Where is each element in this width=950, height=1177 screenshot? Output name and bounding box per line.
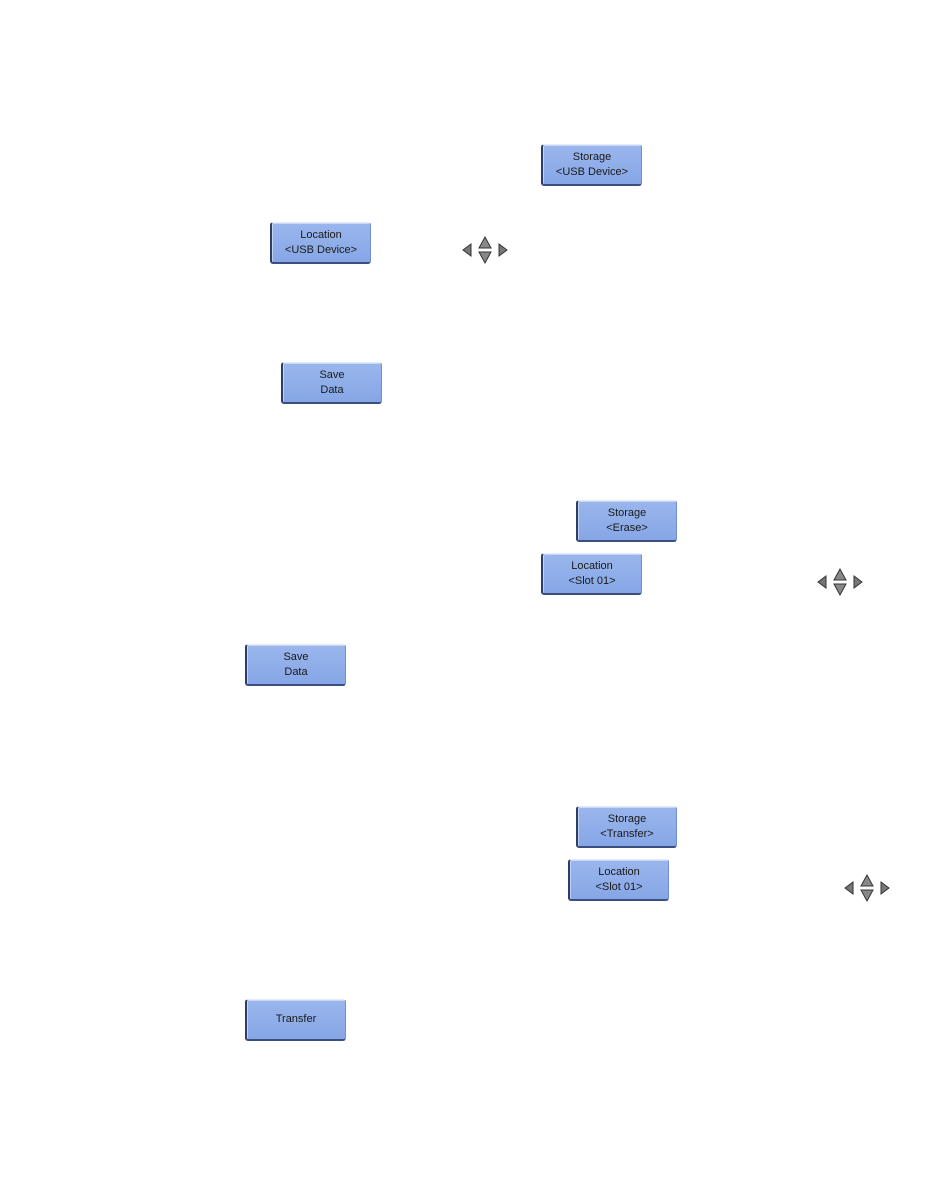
softkey-label-line2: Data: [320, 383, 343, 398]
softkey-label-line2: <Slot 01>: [568, 574, 615, 589]
left-arrow-icon[interactable]: [845, 882, 853, 894]
softkey-label-line2: <Slot 01>: [595, 880, 642, 895]
softkey-label-line2: <USB Device>: [285, 243, 357, 258]
softkey-label-line2: <USB Device>: [556, 165, 628, 180]
up-arrow-icon[interactable]: [861, 875, 873, 886]
arrow-keys-icon[interactable]: [460, 234, 510, 266]
softkey-label-line1: Save: [319, 368, 344, 383]
storage-usb-device-softkey[interactable]: Storage <USB Device>: [541, 144, 642, 186]
down-arrow-icon[interactable]: [834, 584, 846, 595]
arrow-keys-icon[interactable]: [815, 566, 865, 598]
softkey-label-line2: <Erase>: [606, 521, 648, 536]
softkey-label: Transfer: [276, 1012, 317, 1027]
location-slot-softkey[interactable]: Location <Slot 01>: [541, 553, 642, 595]
softkey-label-line2: <Transfer>: [600, 827, 653, 842]
arrow-keys-icon[interactable]: [842, 872, 892, 904]
softkey-label-line1: Storage: [608, 812, 647, 827]
softkey-label-line1: Location: [300, 228, 342, 243]
down-arrow-icon[interactable]: [861, 890, 873, 901]
left-arrow-icon[interactable]: [463, 244, 471, 256]
softkey-label-line1: Location: [571, 559, 613, 574]
softkey-label-line1: Save: [283, 650, 308, 665]
transfer-softkey[interactable]: Transfer: [245, 999, 346, 1041]
up-arrow-icon[interactable]: [834, 569, 846, 580]
softkey-label-line1: Location: [598, 865, 640, 880]
down-arrow-icon[interactable]: [479, 252, 491, 263]
storage-erase-softkey[interactable]: Storage <Erase>: [576, 500, 677, 542]
location-usb-device-softkey[interactable]: Location <USB Device>: [270, 222, 371, 264]
up-arrow-icon[interactable]: [479, 237, 491, 248]
softkey-label-line2: Data: [284, 665, 307, 680]
right-arrow-icon[interactable]: [854, 576, 862, 588]
storage-transfer-softkey[interactable]: Storage <Transfer>: [576, 806, 677, 848]
softkey-label-line1: Storage: [573, 150, 612, 165]
right-arrow-icon[interactable]: [881, 882, 889, 894]
softkey-label-line1: Storage: [608, 506, 647, 521]
location-slot-softkey[interactable]: Location <Slot 01>: [568, 859, 669, 901]
left-arrow-icon[interactable]: [818, 576, 826, 588]
right-arrow-icon[interactable]: [499, 244, 507, 256]
save-data-softkey[interactable]: Save Data: [281, 362, 382, 404]
save-data-softkey[interactable]: Save Data: [245, 644, 346, 686]
